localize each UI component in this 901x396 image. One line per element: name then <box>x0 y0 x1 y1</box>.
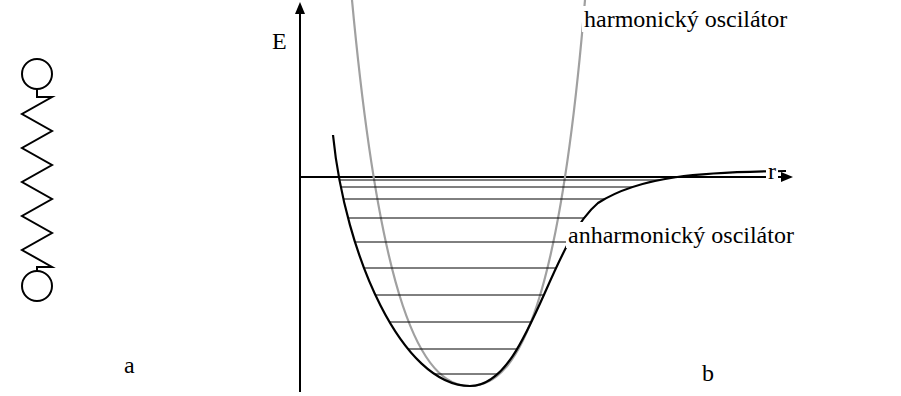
panel-label: a <box>124 352 135 378</box>
energy-level <box>434 374 497 375</box>
spring-model <box>22 59 52 301</box>
axis-label: r <box>766 158 778 184</box>
curve-label: anharmonický oscilátor <box>566 222 796 248</box>
energy-level <box>343 199 604 200</box>
anharmonic-curve <box>333 135 786 386</box>
energy-level <box>390 322 532 323</box>
energy-level <box>348 218 584 219</box>
panel-label: b <box>702 360 714 386</box>
energy-level <box>355 242 569 243</box>
axes <box>295 2 793 392</box>
curve-label: harmonický oscilátor <box>582 6 789 32</box>
harmonic-curve <box>352 0 585 386</box>
axis-label: E <box>272 28 287 54</box>
energy-level <box>339 180 659 181</box>
energy-level <box>341 187 632 188</box>
energy-level <box>375 295 543 296</box>
energy-levels <box>339 180 659 374</box>
energy-level <box>364 268 556 269</box>
energy-level <box>408 349 517 350</box>
